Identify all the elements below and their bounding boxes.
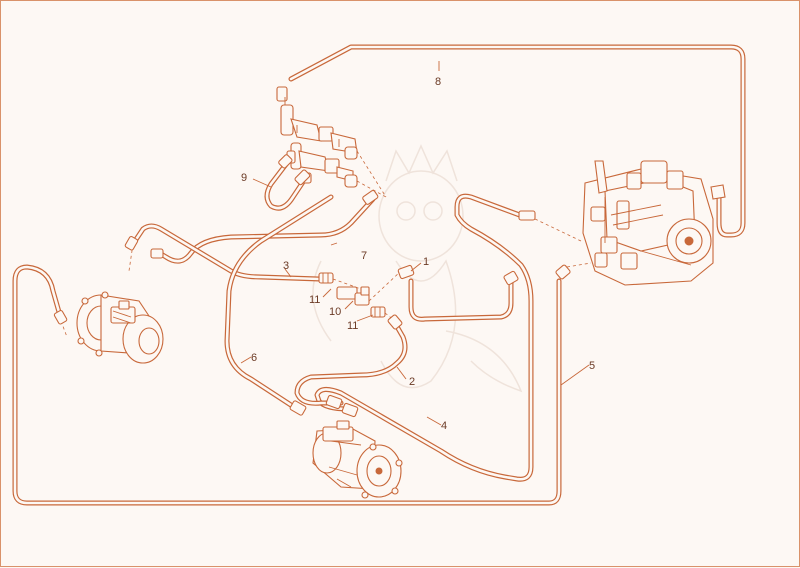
hose-end-fittings [53, 154, 571, 418]
hose-8[interactable] [288, 44, 746, 238]
callout-3: 3 [283, 260, 289, 272]
callout-1: 1 [423, 256, 429, 268]
lower-wheel-motor[interactable] [312, 420, 403, 499]
callout-5: 5 [589, 360, 595, 372]
left-wheel-motor[interactable] [60, 243, 164, 364]
leader-lines [240, 61, 590, 426]
callout-11-lower: 11 [347, 320, 358, 332]
callout-9: 9 [241, 172, 247, 184]
hydraulic-pump[interactable] [534, 160, 726, 286]
hose-7[interactable] [153, 196, 376, 264]
fitting-10-tee[interactable] [336, 286, 370, 306]
callout-2: 2 [409, 376, 415, 388]
hose-3[interactable] [130, 223, 322, 282]
hose-9[interactable] [264, 160, 308, 211]
watermark-mascot [312, 144, 523, 393]
hose-2[interactable] [294, 320, 408, 406]
callout-11-upper: 11 [309, 294, 320, 306]
callout-10: 10 [329, 306, 341, 318]
callout-8: 8 [435, 76, 441, 88]
assembly-guide-lines [332, 270, 402, 322]
callout-6: 6 [251, 352, 257, 364]
callout-7: 7 [361, 250, 367, 262]
fitting-11-lower[interactable] [370, 306, 386, 318]
callout-4: 4 [441, 420, 447, 432]
hose-1[interactable] [408, 278, 514, 322]
hose-4[interactable] [314, 193, 534, 482]
hose-6[interactable] [224, 194, 334, 412]
hose-5[interactable] [12, 264, 562, 506]
valve-block[interactable] [276, 86, 387, 198]
fitting-11-upper[interactable] [318, 272, 334, 284]
